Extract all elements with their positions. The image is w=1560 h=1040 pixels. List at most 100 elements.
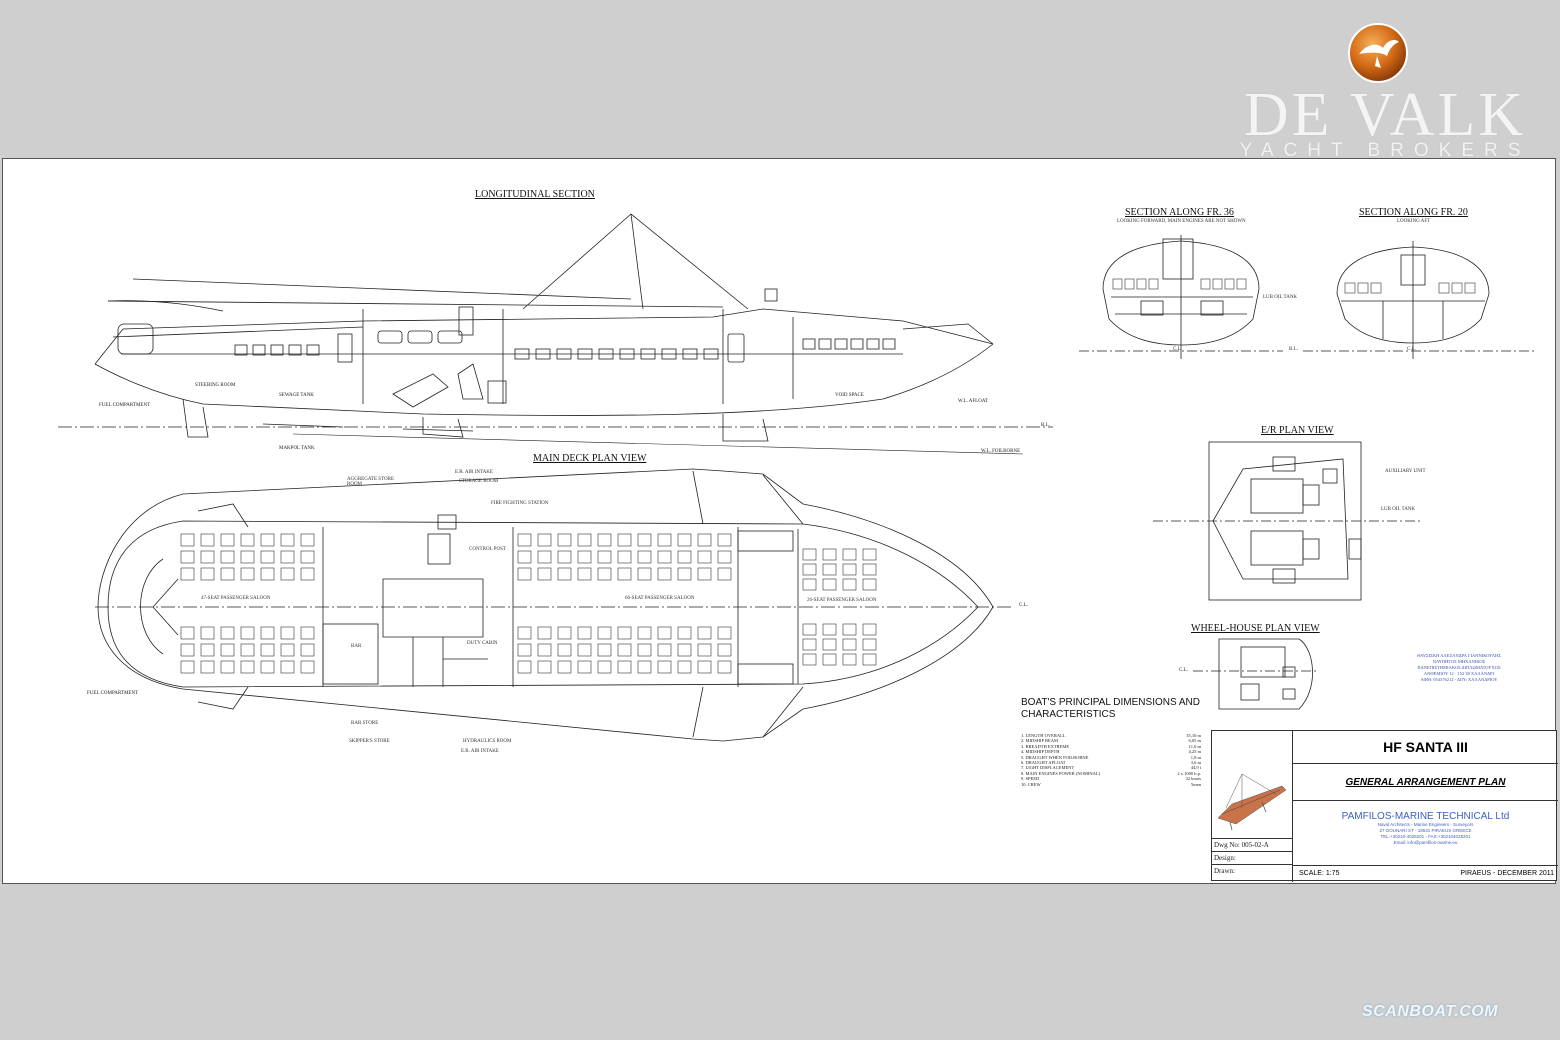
er-lub: LUB OIL TANK bbox=[1381, 507, 1416, 512]
seat-symbol bbox=[220, 660, 235, 674]
seat-symbol bbox=[697, 626, 712, 640]
seat-symbol bbox=[577, 626, 592, 640]
main-deck-plan-drawing bbox=[95, 468, 1013, 742]
seat-symbol bbox=[862, 623, 877, 636]
seat-symbol bbox=[717, 643, 732, 657]
seat-symbol bbox=[822, 563, 837, 576]
seat-symbol bbox=[260, 550, 275, 564]
seat-symbol bbox=[280, 550, 295, 564]
seat-symbol bbox=[240, 626, 255, 640]
seat-symbol bbox=[1112, 278, 1123, 290]
seat-symbol bbox=[862, 638, 877, 651]
lbl-void: VOID SPACE bbox=[835, 393, 864, 398]
seat-symbol bbox=[842, 623, 857, 636]
dimension-value: 5men bbox=[1191, 781, 1201, 787]
seat-symbol bbox=[260, 567, 275, 581]
seat-symbol bbox=[657, 660, 672, 674]
seat-symbol bbox=[842, 548, 857, 561]
seat-symbol bbox=[557, 626, 572, 640]
seat-symbol bbox=[637, 567, 652, 581]
seat-symbol bbox=[306, 344, 320, 356]
drawing-sheet: LONGITUDINAL SECTION bbox=[2, 158, 1558, 884]
dimension-value: 4,25 m bbox=[1188, 749, 1201, 755]
seat-symbol bbox=[717, 533, 732, 547]
seat-symbol bbox=[577, 550, 592, 564]
seat-symbol bbox=[657, 643, 672, 657]
dimension-row: 8. MAIN ENGINES POWER (NOMINAL)2 x 1000 … bbox=[1021, 771, 1201, 776]
seat-symbol bbox=[200, 550, 215, 564]
seat-symbol bbox=[637, 550, 652, 564]
seat-symbol bbox=[677, 660, 692, 674]
seat-symbol bbox=[617, 660, 632, 674]
section-36-bl: B.L. bbox=[1289, 347, 1298, 352]
seat-symbol bbox=[597, 626, 612, 640]
seat-symbol bbox=[300, 567, 315, 581]
lbl-saloon26: 26-SEAT PASSENGER SALOON bbox=[807, 598, 877, 603]
lbl-wl-foilborne: W.L. FOILBORNE bbox=[981, 449, 1021, 454]
seat-symbol bbox=[537, 660, 552, 674]
seat-symbol bbox=[577, 533, 592, 547]
seat-symbol bbox=[617, 550, 632, 564]
cross-sections-drawing bbox=[1079, 235, 1537, 359]
seat-symbol bbox=[200, 660, 215, 674]
seat-symbol bbox=[577, 567, 592, 581]
section-20-note: LOOKING AFT bbox=[1397, 219, 1431, 224]
lbl-aggregate: AGGREGATE STORE ROOM bbox=[347, 477, 394, 487]
seat-symbol bbox=[697, 567, 712, 581]
dimension-row: 10. CREW 5men bbox=[1021, 782, 1201, 787]
seat-symbol bbox=[556, 348, 572, 360]
seat-symbol bbox=[597, 533, 612, 547]
seat-symbol bbox=[180, 550, 195, 564]
seat-symbol bbox=[220, 626, 235, 640]
seat-symbol bbox=[535, 348, 551, 360]
seat-symbol bbox=[517, 533, 532, 547]
dimension-label: 8. MAIN ENGINES POWER (NOMINAL) bbox=[1021, 770, 1101, 776]
seat-symbol bbox=[842, 653, 857, 666]
seat-symbol bbox=[557, 567, 572, 581]
seat-symbol bbox=[802, 578, 817, 591]
er-plan-title: E/R PLAN VIEW bbox=[1261, 425, 1334, 436]
seat-symbol bbox=[717, 660, 732, 674]
dimension-label: 2. MIDSHIP BEAM bbox=[1021, 738, 1058, 744]
seat-symbol bbox=[240, 533, 255, 547]
seat-symbol bbox=[661, 348, 677, 360]
seat-symbol bbox=[200, 643, 215, 657]
seat-symbol bbox=[717, 550, 732, 564]
dimension-label: 4. MIDSHIP DEPTH bbox=[1021, 749, 1060, 755]
dimension-row: 4. MIDSHIP DEPTH 4,25 m bbox=[1021, 749, 1201, 754]
dimension-label: 10. CREW bbox=[1021, 781, 1041, 787]
seat-symbol bbox=[260, 660, 275, 674]
seat-symbol bbox=[1438, 282, 1450, 294]
lbl-fuel-long: FUEL COMPARTMENT bbox=[99, 403, 151, 408]
seat-symbol bbox=[180, 626, 195, 640]
seat-symbol bbox=[862, 653, 877, 666]
seat-symbol bbox=[1224, 278, 1235, 290]
seat-symbol bbox=[557, 660, 572, 674]
dimension-value: 3,6 m bbox=[1190, 760, 1201, 766]
dimension-value: 6,05 m bbox=[1188, 738, 1201, 744]
seat-symbol bbox=[220, 567, 235, 581]
lbl-saloon47: 47-SEAT PASSENGER SALOON bbox=[201, 596, 271, 601]
wheelhouse-title: WHEEL-HOUSE PLAN VIEW bbox=[1191, 623, 1320, 634]
section-20-title: SECTION ALONG FR. 20 bbox=[1359, 207, 1468, 218]
stamp-line: ΑΝΘΕΜΙΟΥ 12 · 152 38 ΧΑΛΑΝΔΡΙ bbox=[1423, 671, 1495, 676]
brand-name: DE VALK bbox=[1243, 81, 1527, 149]
seat-symbol bbox=[180, 643, 195, 657]
lbl-er-air-bottom: E.R. AIR INTAKE bbox=[461, 749, 499, 754]
seat-symbol bbox=[822, 548, 837, 561]
seat-symbol bbox=[288, 344, 302, 356]
seat-symbol bbox=[862, 548, 877, 561]
seat-symbol bbox=[598, 348, 614, 360]
seat-symbol bbox=[517, 660, 532, 674]
seat-symbol bbox=[577, 643, 592, 657]
brand-header: DE VALK YACHT BROKERS bbox=[1230, 22, 1540, 162]
seat-symbol bbox=[717, 567, 732, 581]
seat-symbol bbox=[850, 338, 864, 350]
seat-symbol bbox=[637, 533, 652, 547]
